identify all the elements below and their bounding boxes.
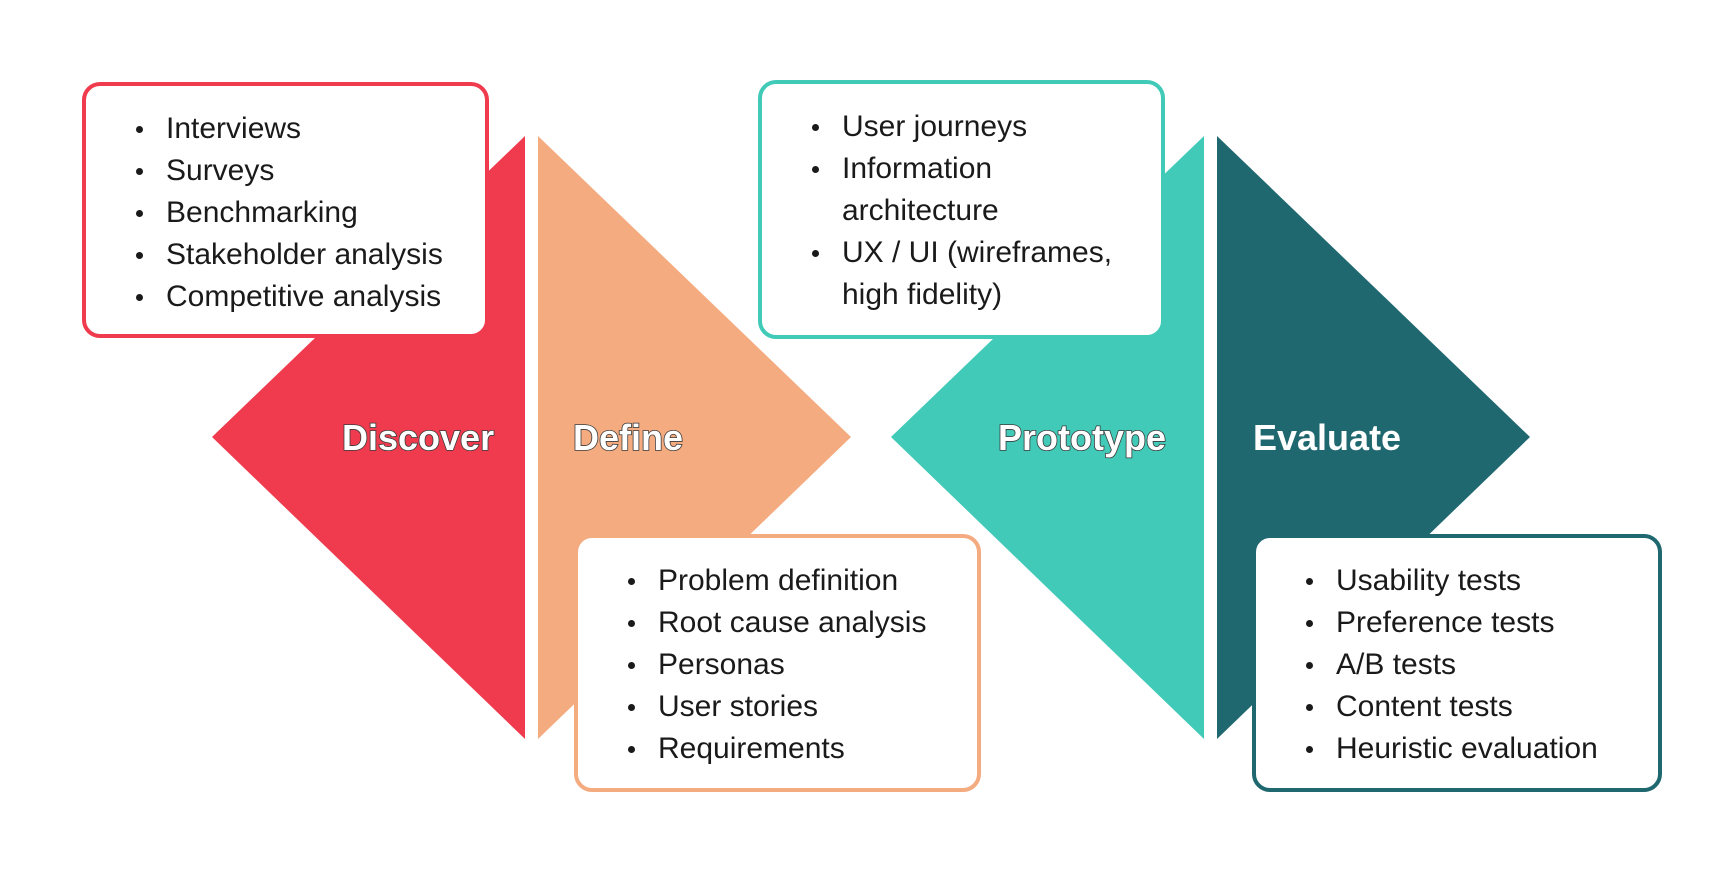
prototype-methods-card: User journeys Information architecture U…: [758, 80, 1165, 339]
list-item: A/B tests: [1298, 644, 1658, 686]
list-item: Root cause analysis: [620, 602, 977, 644]
list-item: Stakeholder analysis: [128, 234, 485, 276]
list-item: Problem definition: [620, 560, 977, 602]
list-item: Competitive analysis: [128, 276, 485, 318]
list-item: Usability tests: [1298, 560, 1658, 602]
list-item: UX / UI (wireframes,: [804, 232, 1161, 274]
list-item: Information: [804, 148, 1161, 190]
prototype-methods-list: User journeys Information architecture U…: [804, 106, 1161, 316]
list-item: Personas: [620, 644, 977, 686]
list-item: Content tests: [1298, 686, 1658, 728]
list-item-continuation: architecture: [842, 194, 999, 227]
evaluate-methods-card: Usability tests Preference tests A/B tes…: [1252, 534, 1662, 792]
list-item: Benchmarking: [128, 192, 485, 234]
list-item-continuation: high fidelity): [842, 278, 1003, 311]
list-item: User stories: [620, 686, 977, 728]
discover-methods-card: Interviews Surveys Benchmarking Stakehol…: [82, 82, 489, 338]
list-item: Heuristic evaluation: [1298, 728, 1658, 770]
phase-label-discover: Discover: [341, 417, 495, 459]
list-item: Surveys: [128, 150, 485, 192]
discover-methods-list: Interviews Surveys Benchmarking Stakehol…: [128, 108, 485, 318]
phase-label-prototype: Prototype: [997, 417, 1167, 459]
define-methods-card: Problem definition Root cause analysis P…: [574, 534, 981, 792]
list-item: Interviews: [128, 108, 485, 150]
phase-label-define: Define: [572, 417, 684, 459]
list-item: Requirements: [620, 728, 977, 770]
define-methods-list: Problem definition Root cause analysis P…: [620, 560, 977, 770]
phase-label-evaluate: Evaluate: [1253, 417, 1402, 458]
list-item: User journeys: [804, 106, 1161, 148]
list-item: Preference tests: [1298, 602, 1658, 644]
evaluate-methods-list: Usability tests Preference tests A/B tes…: [1298, 560, 1658, 770]
